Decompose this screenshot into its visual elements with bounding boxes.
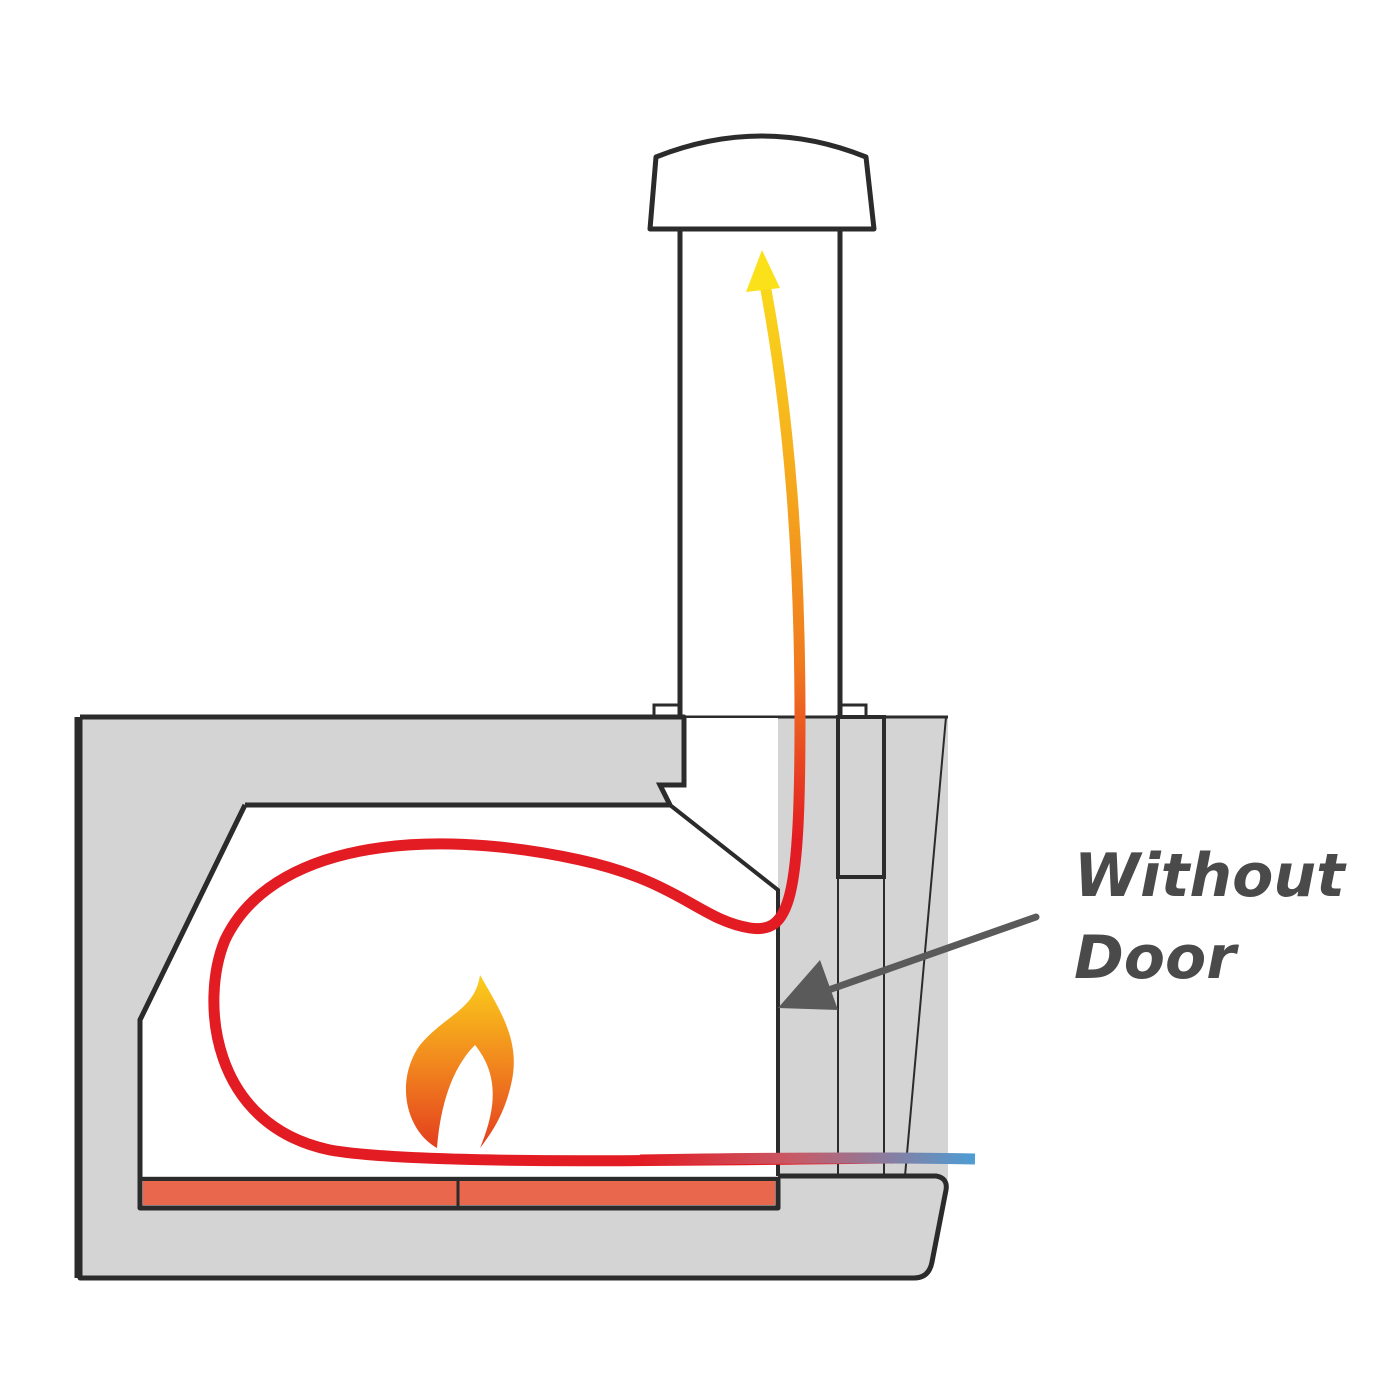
annotation-line-2: Door xyxy=(1074,923,1239,993)
pointer-line xyxy=(816,913,1040,997)
flame-icon xyxy=(405,975,514,1148)
oven-back-wall xyxy=(137,803,248,1176)
chimney-cap xyxy=(647,133,877,232)
annotation-line-1: Without xyxy=(1074,841,1347,911)
oven-chamber xyxy=(140,717,778,1176)
front-slant-line xyxy=(904,716,947,1177)
pointer-arrow xyxy=(778,960,838,1010)
airflow-intake xyxy=(639,1152,976,1166)
front-frame-block xyxy=(836,715,886,879)
chimney-collar-left xyxy=(652,703,680,717)
chimney-collar-right xyxy=(840,703,868,717)
flow-arrow xyxy=(746,250,780,292)
chimney-pipe xyxy=(677,229,843,717)
airflow-path xyxy=(208,284,901,1167)
oven-throat-slope xyxy=(655,717,687,807)
